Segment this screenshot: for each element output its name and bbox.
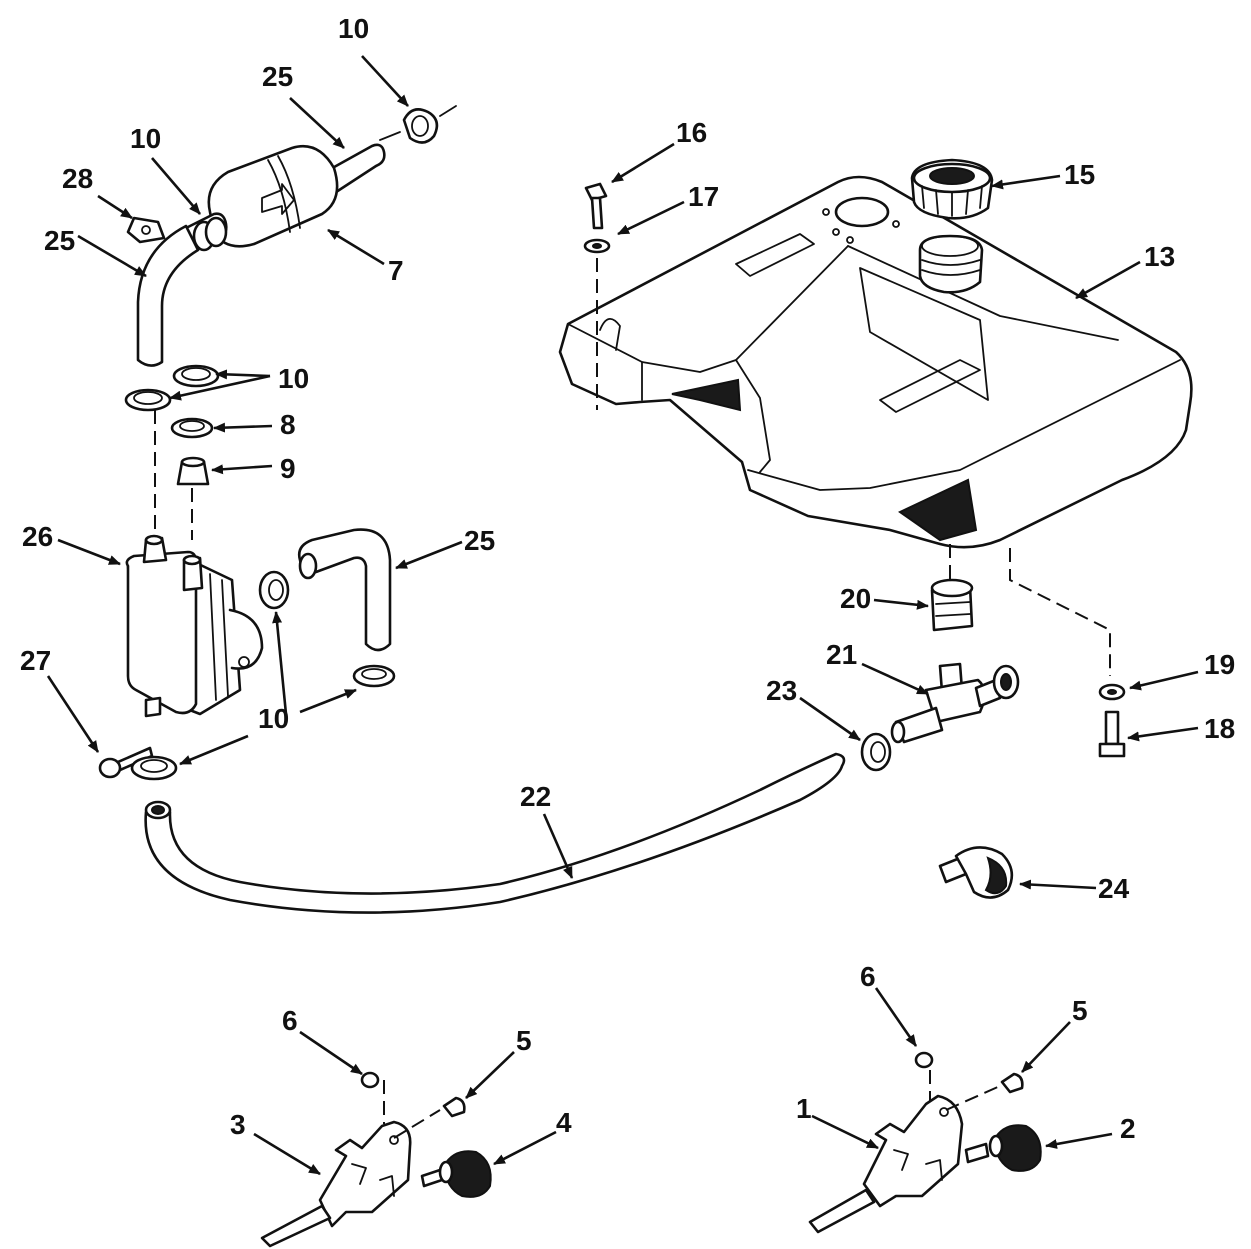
fuel-filter-body bbox=[207, 144, 339, 248]
hose-clamp bbox=[172, 364, 220, 388]
hose-clamp bbox=[860, 732, 892, 772]
control-cable bbox=[260, 1204, 332, 1248]
throttle-knob-left bbox=[438, 1150, 492, 1198]
pump-mounting-flange bbox=[228, 608, 264, 670]
callout-label: 20 bbox=[840, 583, 871, 614]
callout-label: 28 bbox=[62, 163, 93, 194]
callout-label: 26 bbox=[22, 521, 53, 552]
callout-label: 8 bbox=[280, 409, 296, 440]
tank-sender-opening bbox=[834, 196, 890, 228]
callout-label: 15 bbox=[1064, 159, 1095, 190]
tank-fitting bbox=[930, 544, 974, 632]
callout-label: 10 bbox=[130, 123, 161, 154]
fuel-line-hose bbox=[144, 752, 846, 914]
callout-labels: 10 25 10 28 25 7 10 8 9 26 25 27 10 16 1… bbox=[20, 13, 1235, 1144]
pump-body bbox=[125, 550, 198, 715]
callout-label: 25 bbox=[44, 225, 75, 256]
screw bbox=[1000, 1072, 1024, 1094]
callout-label: 18 bbox=[1204, 713, 1235, 744]
screw bbox=[442, 1096, 466, 1118]
callout-label: 16 bbox=[676, 117, 707, 148]
control-cable bbox=[808, 1188, 876, 1234]
hose-clamp bbox=[402, 108, 439, 144]
fuel-tank-cap bbox=[910, 158, 994, 220]
callout-label: 27 bbox=[20, 645, 51, 676]
callout-label: 23 bbox=[766, 675, 797, 706]
callout-label: 25 bbox=[262, 61, 293, 92]
callout-label: 24 bbox=[1098, 873, 1130, 904]
callout-label: 6 bbox=[282, 1005, 298, 1036]
callout-label: 25 bbox=[464, 525, 495, 556]
callout-label: 22 bbox=[520, 781, 551, 812]
callout-label: 13 bbox=[1144, 241, 1175, 272]
fuel-tank bbox=[558, 175, 1193, 549]
throttle-bracket-right bbox=[808, 1070, 1001, 1234]
hose-clip bbox=[938, 846, 1014, 899]
callout-label: 6 bbox=[860, 961, 876, 992]
callout-label: 2 bbox=[1120, 1113, 1136, 1144]
leader-arrows bbox=[46, 55, 1199, 1176]
callout-label: 19 bbox=[1204, 649, 1235, 680]
nut bbox=[360, 1071, 380, 1089]
tank-bolt-and-washer bbox=[583, 182, 611, 410]
callout-label: 3 bbox=[230, 1109, 246, 1140]
clamps-and-fitting-stack bbox=[124, 364, 220, 540]
callout-label: 21 bbox=[826, 639, 857, 670]
mounting-bracket bbox=[126, 216, 166, 244]
tank-bolt-and-washer bbox=[1009, 548, 1126, 758]
throttle-bracket-left bbox=[260, 1080, 444, 1248]
callout-label: 10 bbox=[258, 703, 289, 734]
callout-label: 10 bbox=[338, 13, 369, 44]
callout-label: 4 bbox=[556, 1107, 572, 1138]
callout-label: 5 bbox=[1072, 995, 1088, 1026]
hose-clamp bbox=[258, 570, 290, 610]
callout-label: 7 bbox=[388, 255, 404, 286]
callout-label: 17 bbox=[688, 181, 719, 212]
fuel-shutoff-valve bbox=[890, 662, 1020, 744]
callout-label: 1 bbox=[796, 1093, 812, 1124]
fuel-filter-assembly bbox=[126, 105, 457, 367]
fuel-hose-elbow bbox=[136, 224, 200, 367]
callout-label: 5 bbox=[516, 1025, 532, 1056]
fuel-hose-elbow bbox=[297, 528, 392, 652]
hose-clamp bbox=[124, 388, 172, 412]
throttle-knob-right bbox=[988, 1124, 1042, 1172]
nut bbox=[914, 1051, 934, 1069]
callout-label: 10 bbox=[278, 363, 309, 394]
flow-arrow-icon bbox=[261, 183, 295, 215]
fuel-pump bbox=[125, 534, 264, 718]
callout-label: 9 bbox=[280, 453, 296, 484]
